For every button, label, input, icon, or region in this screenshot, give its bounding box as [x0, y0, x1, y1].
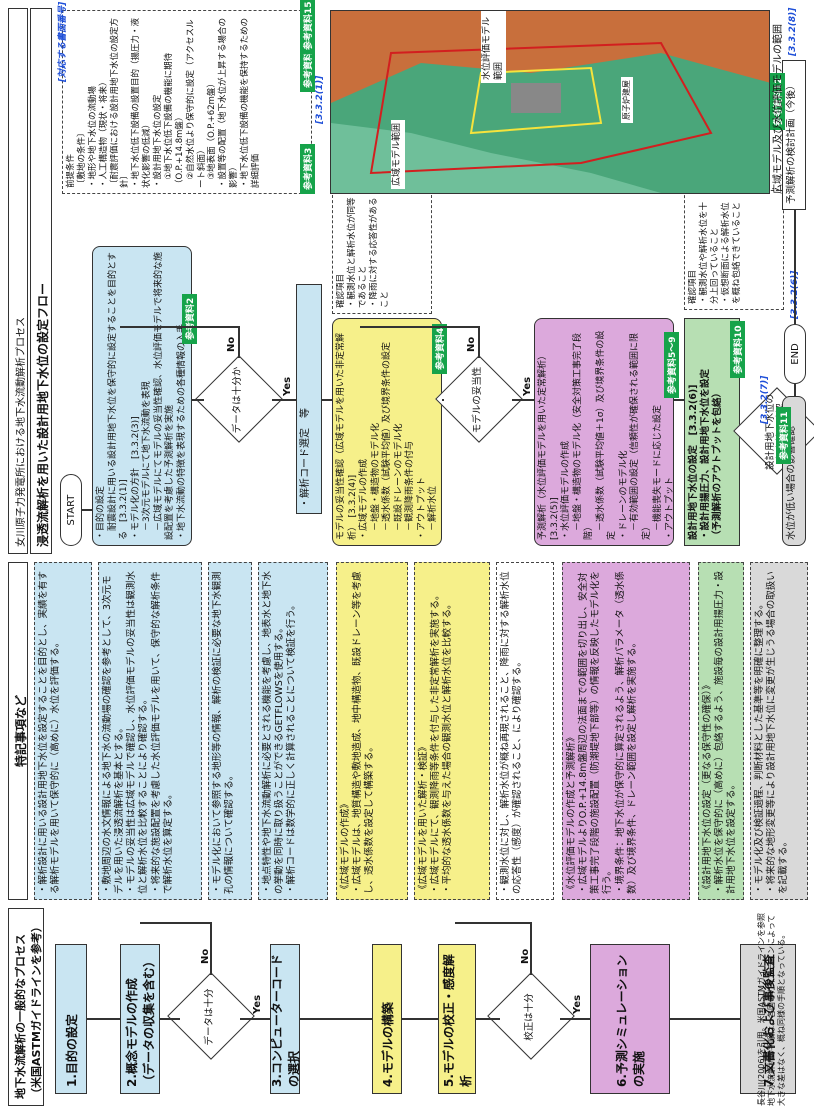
- map-model-range: 広域モデル範囲 水位評価モデル範囲 原子炉建屋: [330, 10, 770, 194]
- arrow: [478, 328, 480, 358]
- decision-validity-yes: Yes: [522, 376, 533, 396]
- ref-precondition: [3.3.2(1)]: [315, 75, 325, 124]
- arrow: [360, 326, 480, 328]
- step-4-model-building: 4.モデルの構築: [372, 944, 402, 1094]
- map-caption: 広域モデル及び水位評価モデルの範囲: [773, 24, 784, 194]
- decision-calibration-sufficient: 校正は十分: [487, 972, 575, 1060]
- decision-data-sufficient-right: データは十分か: [195, 355, 283, 443]
- arrow: [120, 326, 240, 328]
- step-5-calibration: 5.モデルの校正・感度解析: [438, 944, 476, 1094]
- tag-ref-3: 参考資料3: [300, 143, 315, 194]
- arrow: [160, 1018, 180, 1020]
- box-future-plan: 予測解析の検討計画（今後）: [782, 60, 806, 210]
- note-wide-model-validation: 《広域モデルを用いた解析・検証》 ・広域モデルにて、観測降雨等条件を付与した非定…: [414, 562, 490, 900]
- arrow: [272, 399, 296, 401]
- box-precondition: 前提条件 〔敷地の条件〕 ・地形や地下水位の流動場 ・人工構造物（現状・将来） …: [62, 10, 312, 194]
- decision-data-sufficient: データは十分: [167, 972, 255, 1060]
- arrow: [140, 922, 212, 924]
- middle-column-title: 特記事項など: [8, 562, 28, 900]
- note-purpose: ・解析設計に用いる設計用地下水位を設定することを目的とし、実績を有する解析モデル…: [34, 562, 92, 900]
- tag-ref-15: 参考資料15: [300, 0, 315, 54]
- box-check-items-2: 確認項目 ・観測水位や解析水位を十分上回っていること ・仮想断面による解析水位を…: [684, 190, 784, 310]
- arrow: [240, 1018, 270, 1020]
- right-column-title-2: 浸透流解析を用いた設計用地下水位の設定フロー: [30, 8, 52, 554]
- arrow: [87, 1018, 120, 1020]
- note-information-check: ・モデル化において参照する地形等の情報、解析の検証に必要な地下水観測孔の情報につ…: [208, 562, 252, 900]
- decision-data-label: データは十分: [204, 988, 216, 1046]
- arrow: [794, 210, 796, 324]
- arrow: [82, 509, 92, 511]
- note-conceptual-model: ・敷地周辺の水文情報による地下水の流動場の確認を参考として、3次元モデルを用いた…: [98, 562, 202, 900]
- note-design-water-level: 《設計用地下水位の設定（更なる保守性の確保）》 ・解析水位を保守的に（高めに）包…: [698, 562, 744, 900]
- map-label-plant: 原子炉建屋: [621, 77, 634, 123]
- arrow: [455, 922, 532, 924]
- decision-data-right-label: データは十分か: [232, 366, 244, 434]
- map-image: [331, 10, 770, 193]
- step-3-code-selection: 3.コンピューターコードの選択: [270, 944, 301, 1094]
- step-1-purpose: 1.目的の設定: [55, 944, 87, 1094]
- end-node: END: [784, 324, 806, 384]
- arrow: [210, 923, 212, 975]
- decision-model-validity: モデルの妥当性: [435, 355, 523, 443]
- arrow: [442, 399, 444, 401]
- step-2-conceptual-model: 2.概念モデルの作成 （データの収集を含む）: [120, 944, 160, 1094]
- arrow: [192, 399, 204, 401]
- arrow: [402, 1018, 438, 1020]
- left-footnote: 長谷川(2006)を引用。米国ASTMガイドラインを参照 地下水流解析の手順は、…: [757, 913, 786, 1106]
- arrow: [794, 384, 796, 396]
- note-documentation: ・モデル化及び検証過程、判断材料とした基準等を明確に整理する。 ・将来的な地形変…: [750, 562, 808, 900]
- step-6-prediction: 6.予測シミュレーションの実施: [590, 944, 670, 1094]
- start-node: START: [60, 474, 82, 546]
- decision-data-yes: Yes: [282, 376, 293, 396]
- note-prediction: 《水位評価モデルの作成と予測解析》 ・広域モデルよりO.P.+14.8m盤周辺の…: [562, 562, 690, 900]
- box-code-selection: ・解析コード選定 等: [296, 284, 322, 514]
- ref-design: [3.3.2(7)]: [760, 375, 770, 424]
- decision-validity-label: モデルの妥当性: [472, 366, 484, 434]
- note-validation-criteria: ・観測水位に対し、解析水位が概ね再現されること、降雨に対する解析水位の応答性（感…: [496, 562, 554, 900]
- arrow: [300, 1018, 372, 1020]
- decision1-yes: Yes: [252, 994, 263, 1014]
- arrow: [530, 923, 532, 975]
- tag-ref-2: 参考資料2: [182, 293, 197, 344]
- box-model-validity: モデルの妥当性確認（広域モデルを用いた非定常解析） [3.3.2(4)] ・広域…: [332, 318, 442, 546]
- arrow: [670, 1018, 740, 1020]
- arrow: [512, 399, 534, 401]
- map-label-wide: 広域モデル範囲: [391, 119, 405, 189]
- right-column-title-1: 女川原子力発電所における地下水流動解析プロセス: [8, 8, 28, 554]
- map-label-eval: 水位評価モデル範囲: [481, 11, 507, 83]
- tag-ref-10: 参考資料10: [730, 321, 745, 378]
- box-purpose-policy: ・目的の設定 耐震設計に用いる設計用地下水位を保守的に設定することを目的とする …: [92, 246, 192, 546]
- decision-calibration-label: 校正は十分: [524, 993, 536, 1041]
- tag-ref-5-9: 参考資料5～9: [664, 332, 679, 398]
- decision2-yes: Yes: [572, 994, 583, 1014]
- decision-data-no: No: [226, 336, 237, 352]
- ref-future: [3.3.2(8)]: [788, 7, 798, 56]
- left-column-title: 地下水流解析の一般的なプロセス （米国ASTMガイドラインを参考）: [8, 908, 44, 1106]
- tag-ref-11: 参考資料11: [776, 407, 791, 464]
- arrow: [674, 399, 684, 401]
- note-code-selection: ・地点特性や地下水流動解析に必要とされる機能を考慮し、地表水と地下水の挙動を同時…: [258, 562, 328, 900]
- arrow: [322, 399, 332, 401]
- decision-validity-no: No: [466, 336, 477, 352]
- box-check-items-1: 確認項目 ・観測水位と解析水位が同等であること ・降雨に対する応答性があること: [332, 190, 432, 314]
- box-prediction: 予測解析（水位評価モデルを用いた定常解析） [3.3.2(5)] ・水位評価モデ…: [534, 318, 674, 546]
- arrow: [238, 328, 240, 358]
- note-wide-model-build: 《広域モデルの作成》 ・広域モデルは、地質構造や敷地造成、地中構造物、既設ドレー…: [336, 562, 408, 900]
- arrow: [560, 1018, 590, 1020]
- ref-precondition-link: [対応する書面番号]: [58, 1, 68, 82]
- arrow: [476, 1018, 500, 1020]
